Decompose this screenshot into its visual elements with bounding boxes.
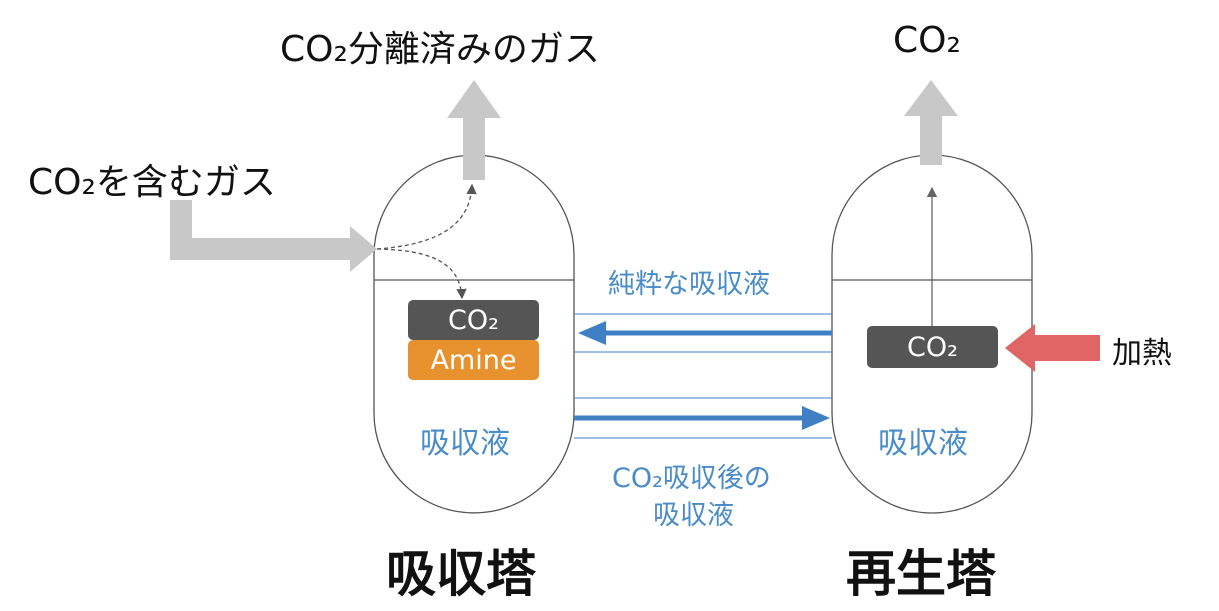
input-gas-arrow bbox=[170, 200, 377, 272]
heat-arrow bbox=[1005, 324, 1100, 372]
after-absorb-label: CO₂吸収後の bbox=[612, 463, 771, 494]
pure-solution-pipe bbox=[574, 313, 832, 353]
regenerator-liquid-label: 吸収液 bbox=[878, 426, 968, 461]
amine-chip: Amine bbox=[408, 340, 539, 380]
gas-up-dashed bbox=[376, 183, 477, 250]
separated-gas-arrow bbox=[447, 80, 501, 180]
regenerator-co2-chip: CO₂ bbox=[867, 326, 998, 368]
absorber-liquid-label: 吸収液 bbox=[420, 426, 510, 461]
heat-label: 加熱 bbox=[1112, 336, 1172, 371]
rich-solution-pipe bbox=[574, 397, 832, 439]
co2-out-label: CO₂ bbox=[893, 20, 961, 61]
regenerator-name: 再生塔 bbox=[846, 545, 996, 603]
after-absorb-label-2: 吸収液 bbox=[653, 500, 734, 531]
input-gas-label: CO₂を含むガス bbox=[28, 162, 276, 203]
pure-solution-label: 純粋な吸収液 bbox=[608, 269, 770, 300]
absorber-name: 吸収塔 bbox=[386, 545, 536, 603]
co2-out-arrow bbox=[904, 80, 958, 165]
absorber-co2-chip: CO₂ bbox=[408, 300, 539, 340]
gas-down-dashed bbox=[376, 248, 467, 300]
separated-gas-label: CO₂分離済みのガス bbox=[280, 29, 600, 70]
